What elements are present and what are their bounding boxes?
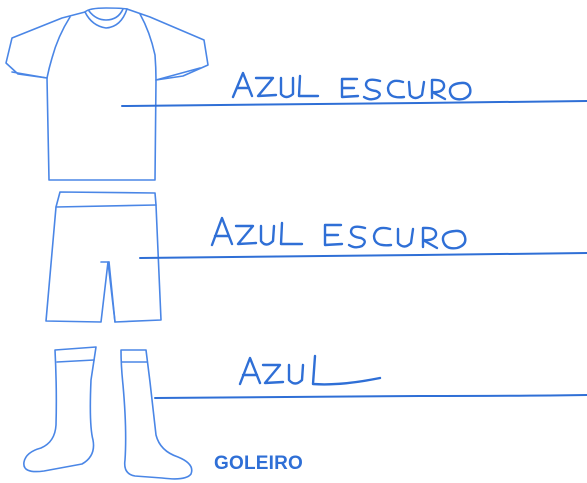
shirt-icon bbox=[5, 7, 209, 181]
shorts-icon bbox=[45, 191, 162, 323]
leader-line-3 bbox=[154, 394, 587, 399]
handwritten-color-1 bbox=[231, 71, 472, 101]
leader-line-2 bbox=[139, 252, 587, 259]
leader-line-1 bbox=[121, 100, 587, 107]
socks-icon bbox=[23, 346, 193, 480]
handwritten-color-2 bbox=[210, 216, 467, 250]
handwritten-color-3 bbox=[238, 354, 382, 386]
section-label-goalkeeper: GOLEIRO bbox=[214, 453, 304, 474]
